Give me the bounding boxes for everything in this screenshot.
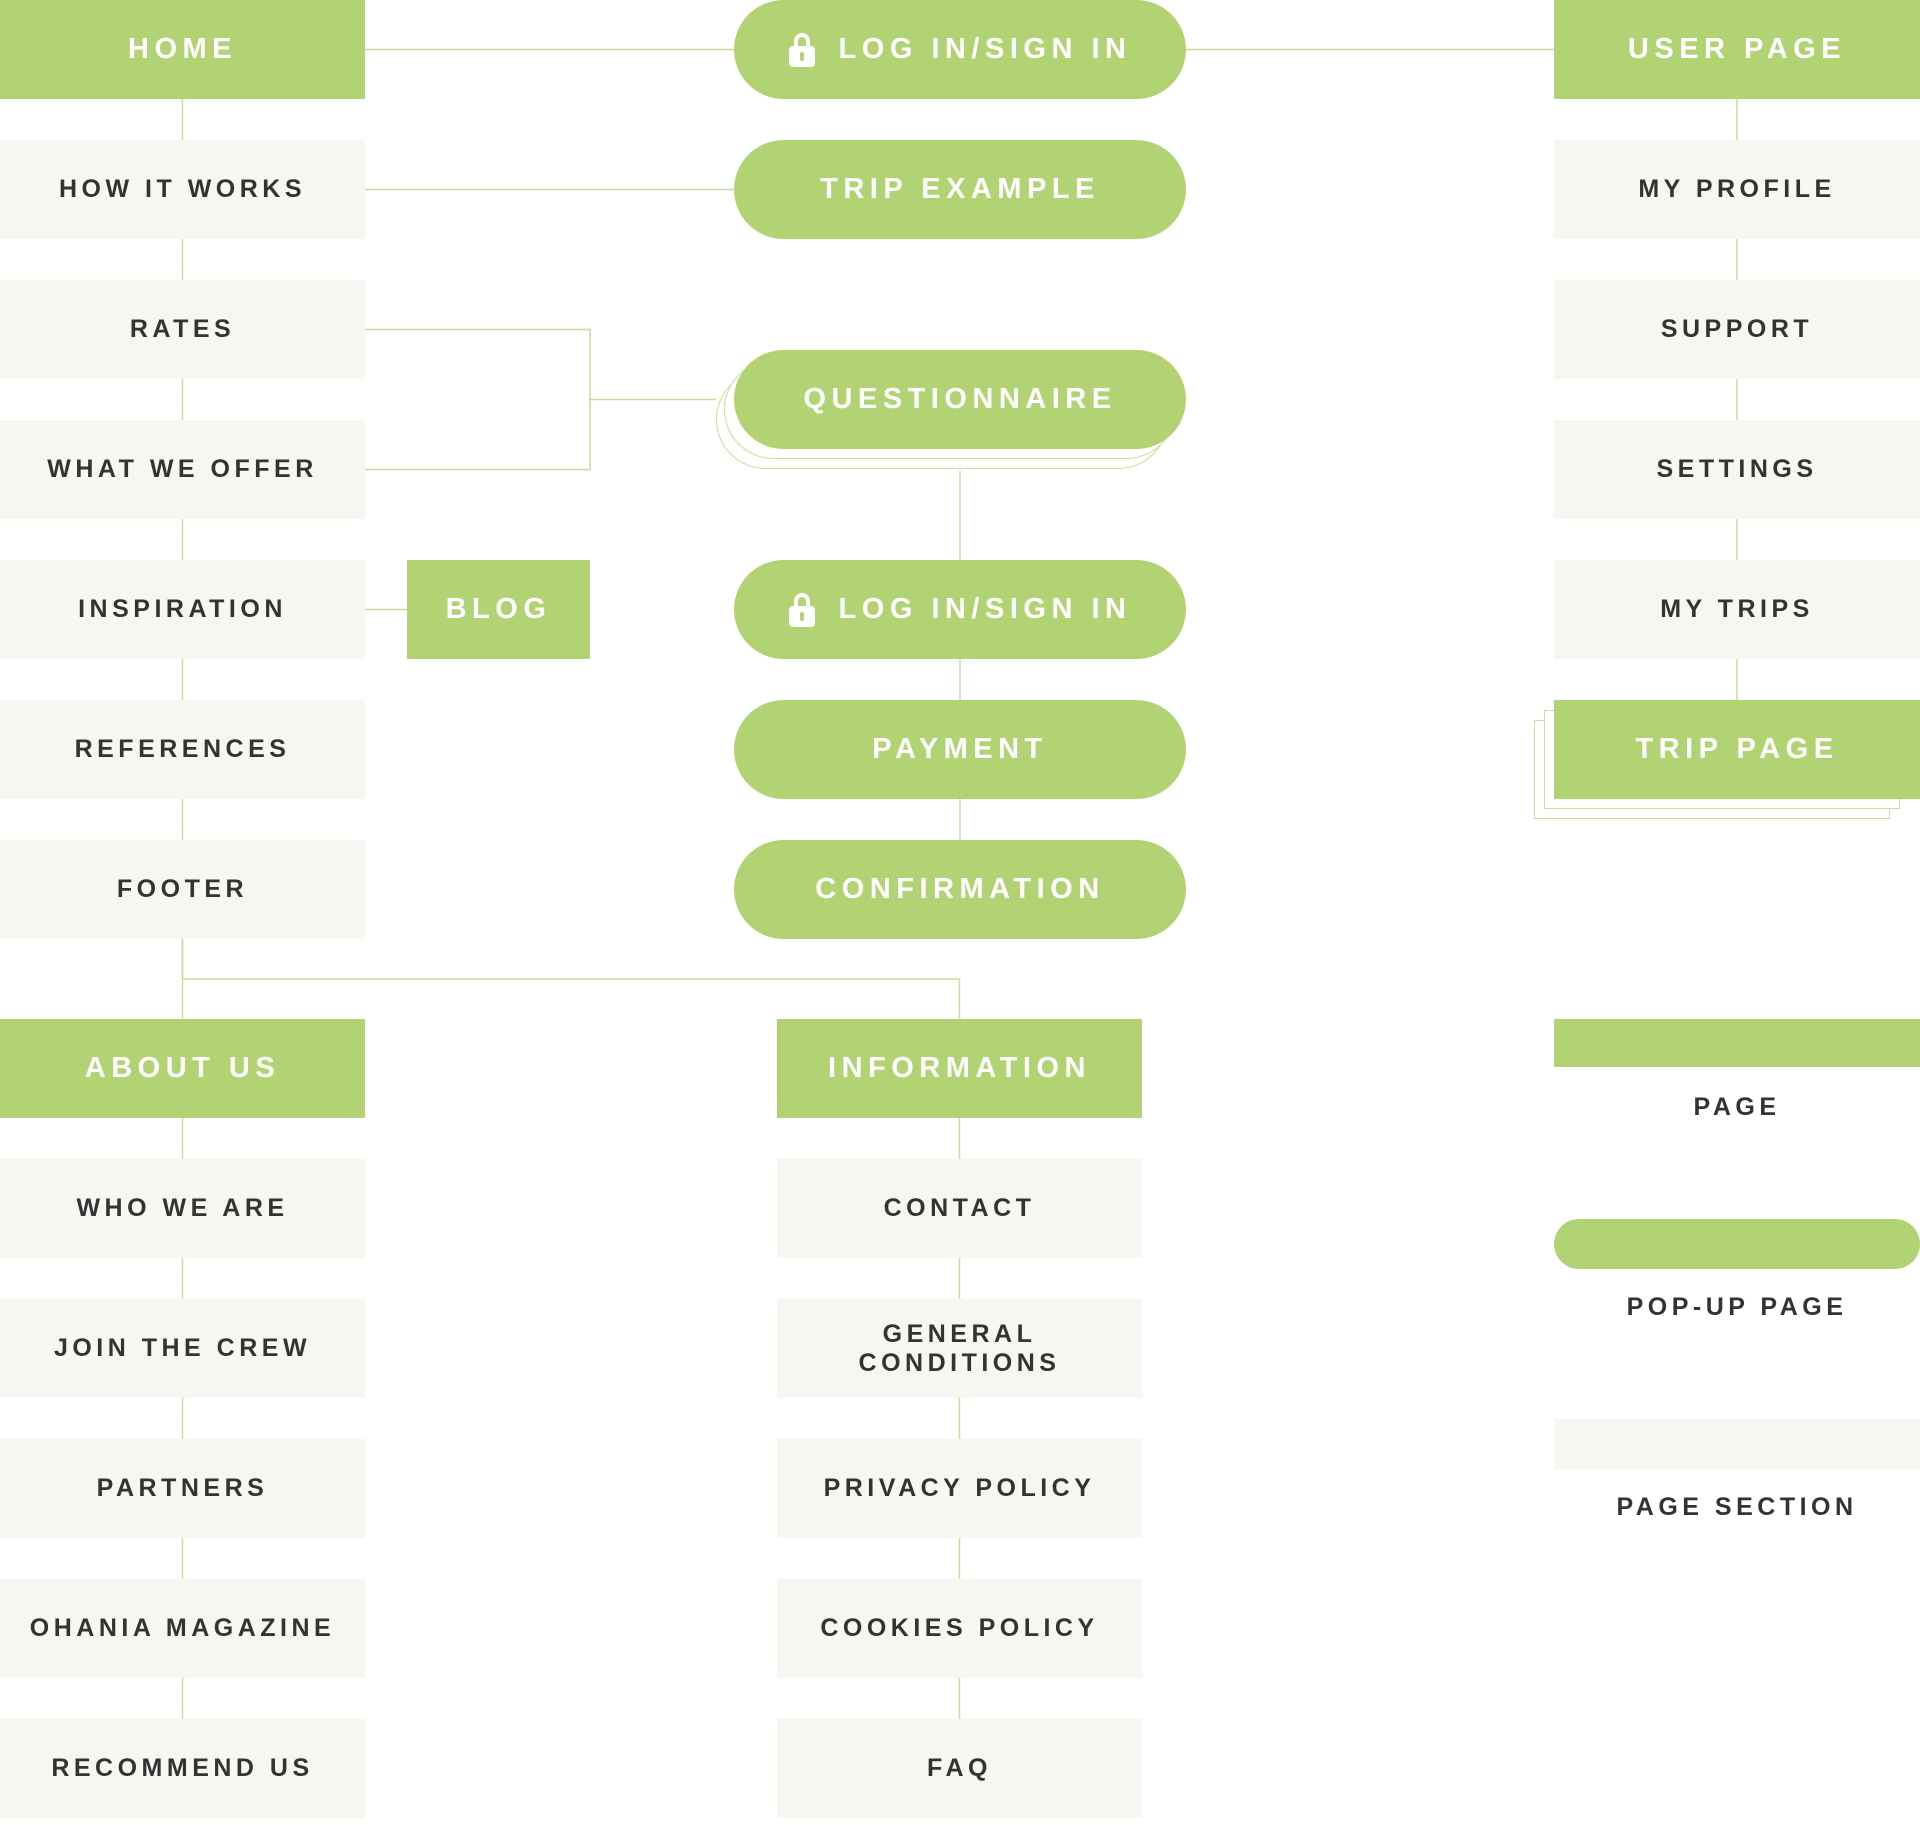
connector-footer-to-information (181, 939, 961, 1019)
legend-swatch-section (1554, 1419, 1920, 1469)
node-label: FOOTER (116, 875, 249, 904)
node-label: RECOMMEND US (51, 1754, 314, 1783)
node-label: LOG IN/SIGN IN (838, 592, 1132, 625)
node-faq: FAQ (777, 1719, 1142, 1818)
node-label: OHANIA MAGAZINE (29, 1614, 336, 1643)
node-join-the-crew: JOIN THE CREW (0, 1299, 365, 1398)
node-label: MY PROFILE (1638, 175, 1836, 204)
connector-rates-to-questionnaire (365, 328, 716, 401)
node-recommend-us: RECOMMEND US (0, 1719, 365, 1818)
node-label: CONFIRMATION (815, 872, 1105, 905)
node-label: CONTACT (883, 1194, 1036, 1223)
legend-swatch-popup (1554, 1219, 1920, 1269)
node-my-trips: MY TRIPS (1554, 560, 1920, 659)
node-label: MY TRIPS (1660, 595, 1814, 624)
node-label: SUPPORT (1660, 315, 1814, 344)
node-label: SETTINGS (1656, 455, 1818, 484)
node-cookies-policy: COOKIES POLICY (777, 1579, 1142, 1678)
node-label: TRIP EXAMPLE (820, 172, 1100, 205)
node-confirmation: CONFIRMATION (734, 840, 1186, 939)
node-my-profile: MY PROFILE (1554, 140, 1920, 239)
connector-what-we-offer-to-questionnaire (365, 399, 591, 471)
node-ohania-magazine: OHANIA MAGAZINE (0, 1579, 365, 1678)
node-login-top: LOG IN/SIGN IN (734, 0, 1186, 99)
legend-label-popup: POP-UP PAGE (1626, 1293, 1848, 1321)
node-information: INFORMATION (777, 1019, 1142, 1118)
node-label: WHO WE ARE (76, 1194, 289, 1223)
node-questionnaire: QUESTIONNAIRE (734, 350, 1186, 449)
node-label: TRIP PAGE (1635, 732, 1839, 765)
node-label: PARTNERS (96, 1474, 269, 1503)
node-label: ABOUT US (84, 1051, 281, 1084)
node-contact: CONTACT (777, 1159, 1142, 1258)
legend-label-section: PAGE SECTION (1616, 1493, 1858, 1521)
node-footer: FOOTER (0, 840, 365, 939)
node-label: LOG IN/SIGN IN (838, 32, 1132, 65)
node-label: INSPIRATION (78, 595, 287, 624)
node-support: SUPPORT (1554, 280, 1920, 379)
node-label: GENERAL CONDITIONS (858, 1319, 1061, 1377)
node-label: COOKIES POLICY (820, 1614, 1099, 1643)
legend-swatch-page (1554, 1019, 1920, 1067)
node-references: REFERENCES (0, 700, 365, 799)
node-login-mid: LOG IN/SIGN IN (734, 560, 1186, 659)
node-partners: PARTNERS (0, 1439, 365, 1538)
node-home: HOME (0, 0, 365, 99)
node-privacy-policy: PRIVACY POLICY (777, 1439, 1142, 1538)
legend-label-page: PAGE (1693, 1093, 1781, 1121)
node-inspiration: INSPIRATION (0, 560, 365, 659)
node-how-it-works: HOW IT WORKS (0, 140, 365, 239)
node-label: REFERENCES (74, 735, 291, 764)
node-payment: PAYMENT (734, 700, 1186, 799)
lock-icon (788, 592, 815, 627)
node-rates: RATES (0, 280, 365, 379)
node-label: QUESTIONNAIRE (803, 382, 1117, 415)
node-what-we-offer: WHAT WE OFFER (0, 420, 365, 519)
node-label: INFORMATION (828, 1051, 1091, 1084)
node-trip-page: TRIP PAGE (1554, 700, 1920, 799)
node-label: WHAT WE OFFER (47, 455, 318, 484)
node-settings: SETTINGS (1554, 420, 1920, 519)
node-label: USER PAGE (1627, 32, 1847, 65)
node-label: BLOG (445, 592, 552, 625)
node-label: PAYMENT (872, 732, 1048, 765)
node-trip-example: TRIP EXAMPLE (734, 140, 1186, 239)
node-about-us: ABOUT US (0, 1019, 365, 1118)
node-label: RATES (129, 315, 236, 344)
node-label: HOW IT WORKS (58, 175, 307, 204)
node-label: HOME (128, 32, 237, 65)
node-who-we-are: WHO WE ARE (0, 1159, 365, 1258)
lock-icon (788, 32, 815, 67)
node-label: FAQ (927, 1754, 992, 1783)
node-general-conditions: GENERAL CONDITIONS (777, 1299, 1142, 1398)
node-label: PRIVACY POLICY (823, 1474, 1096, 1503)
node-label: JOIN THE CREW (53, 1334, 312, 1363)
node-blog: BLOG (407, 560, 590, 659)
node-user-page: USER PAGE (1554, 0, 1920, 99)
